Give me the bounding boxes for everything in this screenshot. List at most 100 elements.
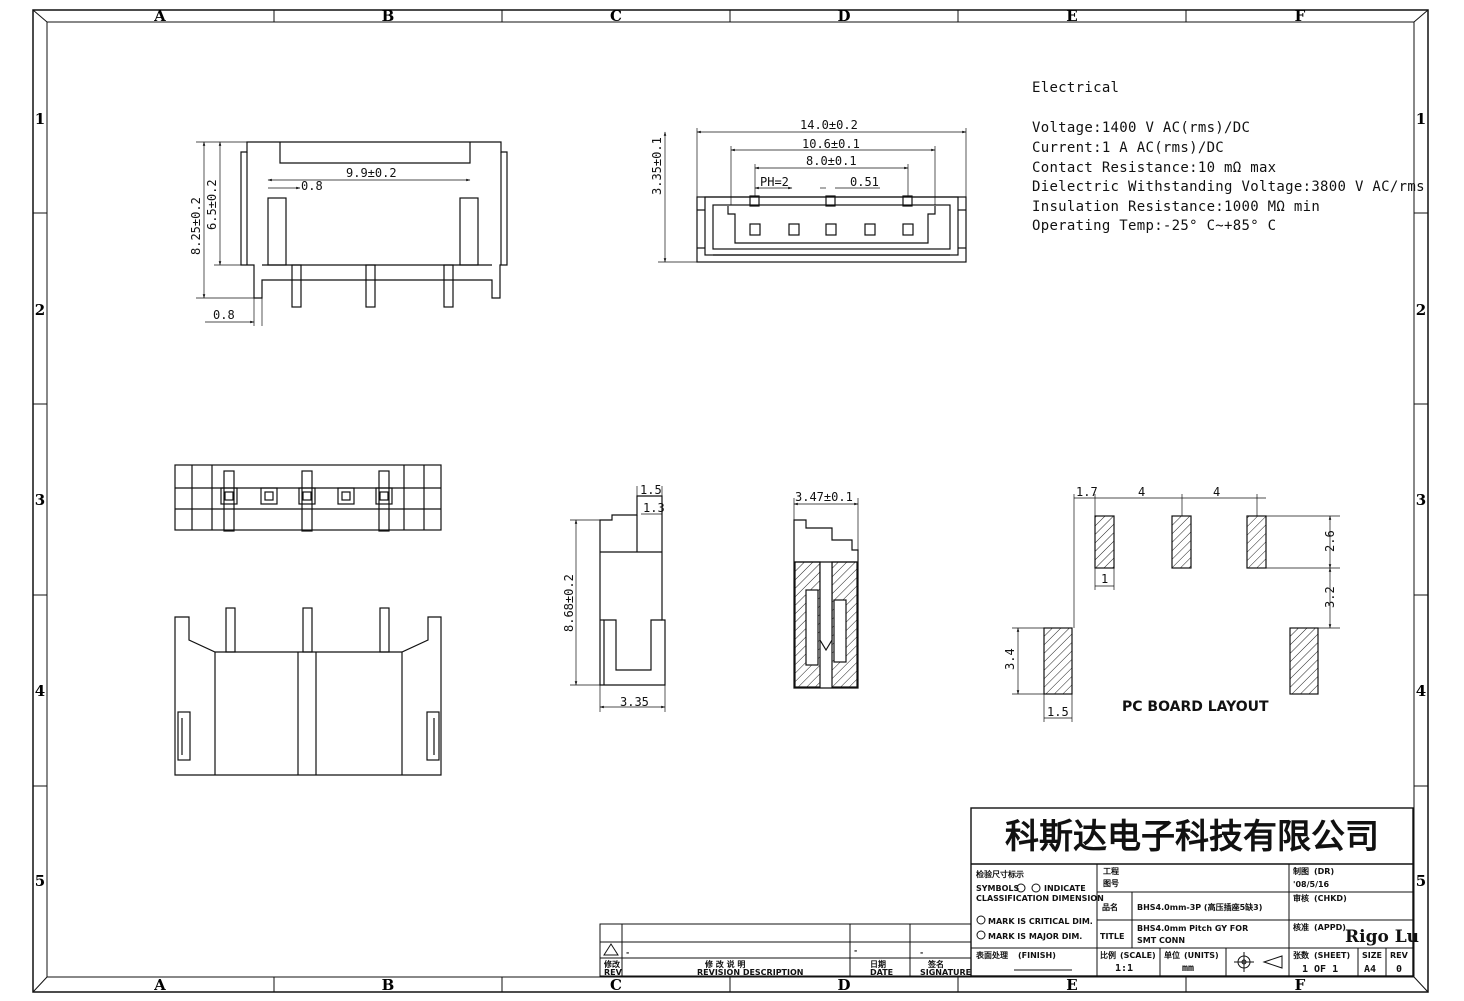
dim-0-8-bottom: 0.8	[213, 308, 235, 322]
front-view-dims	[658, 128, 967, 263]
zone-b-top: B	[382, 7, 395, 25]
pcb-layout-title: PC BOARD LAYOUT	[1122, 699, 1269, 715]
projection-symbol-icon	[1234, 952, 1283, 972]
dim-1-7: 1.7	[1076, 485, 1098, 499]
zone-a-top: A	[153, 7, 166, 25]
front-view-labels: 14.0±0.2 10.6±0.1 8.0±0.1 PH=2 0.51 3.35…	[650, 118, 879, 195]
cross-section-drawing	[793, 519, 859, 689]
dim-2-6: 2.6	[1323, 530, 1337, 552]
zone-d-bottom: D	[837, 976, 850, 994]
dim-1-5-top: 1.5	[640, 483, 662, 497]
symbols-line2: CLASSIFICATION DIMENSION	[976, 894, 1104, 903]
title-value: BHS4.0mm Pitch GY FOR	[1137, 924, 1248, 933]
zone-2-left: 2	[35, 301, 45, 319]
zone-5-right: 5	[1416, 872, 1426, 890]
zone-1-right: 1	[1416, 110, 1426, 128]
zone-labels: A B C D E F A B C D E F 1 2 3 4 5 1 2 3 …	[35, 7, 1426, 994]
dim-0-8-top: 0.8	[301, 179, 323, 193]
revision-mark-1: -	[626, 948, 629, 957]
bottom-view-drawing	[174, 607, 442, 776]
dim-4-second: 4	[1213, 485, 1220, 499]
approved-label: 核准	[1293, 922, 1309, 932]
title-value-2: SMT CONN	[1137, 936, 1185, 945]
dim-8-68: 8.68±0.2	[562, 574, 576, 632]
rev-col3-cn: 日期	[870, 959, 886, 969]
zone-f-top: F	[1295, 7, 1306, 25]
dim-pitch: PH=2	[760, 175, 789, 189]
rev-value: 0	[1396, 964, 1402, 975]
rev-col4-cn: 签名	[927, 959, 944, 969]
zone-3-right: 3	[1416, 491, 1426, 509]
zone-1-left: 1	[35, 110, 45, 128]
revision-triangle-icon	[603, 943, 619, 956]
section-view-dims	[570, 486, 666, 712]
dim-6-5: 6.5±0.2	[205, 179, 219, 230]
name-value: BHS4.0mm-3P (高压插座5缺3)	[1137, 902, 1262, 912]
drawn-label: 制图	[1293, 866, 1309, 876]
rev-col3-en: DATE	[870, 968, 893, 977]
scale-en: (SCALE)	[1120, 951, 1156, 960]
side-view-labels: 9.9±0.2 0.8 8.25±0.2 6.5±0.2 0.8	[189, 166, 397, 322]
dim-9-9: 9.9±0.2	[346, 166, 397, 180]
pcb-layout-drawing	[1043, 515, 1319, 695]
size-label: SIZE	[1362, 951, 1382, 960]
sheet-label: 张数	[1293, 950, 1310, 960]
critical-mark: MARK IS CRITICAL DIM.	[988, 917, 1093, 926]
spec-operating-temp: Operating Temp:-25° C~+85° C	[1032, 218, 1276, 234]
dim-1-3: 1.3	[643, 501, 665, 515]
scale-label: 比例	[1100, 950, 1116, 960]
spec-contact-resistance: Contact Resistance:10 mΩ max	[1032, 160, 1276, 176]
dim-10-6: 10.6±0.1	[802, 137, 860, 151]
title-block-frame	[599, 807, 1414, 977]
dim-3-47: 3.47±0.1	[795, 490, 853, 504]
project-label: 工程	[1103, 866, 1119, 876]
dim-4-first: 4	[1138, 485, 1145, 499]
zone-c-bottom: C	[610, 976, 622, 994]
dim-8-0: 8.0±0.1	[806, 154, 857, 168]
rev-col2-cn: 修 改 说 明	[704, 959, 745, 969]
finish-label: 表面处理	[975, 950, 1008, 960]
sheet-value: 1 OF 1	[1302, 964, 1338, 975]
dim-14-0: 14.0±0.2	[800, 118, 858, 132]
side-view-dims	[196, 141, 471, 326]
zone-c-top: C	[610, 7, 622, 25]
spec-voltage: Voltage:1400 V AC(rms)/DC	[1032, 120, 1250, 136]
rev-col1-en: REV	[604, 968, 623, 977]
finish-en: (FINISH)	[1018, 951, 1056, 960]
unit-value: mm	[1182, 963, 1194, 974]
dim-3-35-front: 3.35±0.1	[650, 137, 664, 195]
zone-4-left: 4	[35, 682, 45, 700]
dim-8-25: 8.25±0.2	[189, 197, 203, 255]
dim-1-5-pcb: 1.5	[1047, 705, 1069, 719]
spec-insulation: Insulation Resistance:1000 MΩ min	[1032, 199, 1320, 215]
electrical-heading: Electrical	[1032, 80, 1119, 96]
name-label: 品名	[1102, 902, 1118, 912]
zone-3-left: 3	[35, 491, 45, 509]
rev-col1-cn: 修改	[603, 959, 621, 969]
zone-4-right: 4	[1416, 682, 1426, 700]
dim-1: 1	[1101, 572, 1108, 586]
checked-label: 审核	[1293, 893, 1309, 903]
dim-0-51: 0.51	[850, 175, 879, 189]
dim-3-35-bottom: 3.35	[620, 695, 649, 709]
cross-section-dims	[793, 498, 859, 550]
zone-2-right: 2	[1416, 301, 1426, 319]
approved-signature: Rigo Lu	[1345, 927, 1419, 947]
title-label: TITLE	[1100, 932, 1124, 941]
rev-col4-en: SIGNATURE	[920, 968, 971, 977]
title-block-right: 制图 (DR) '08/5/16 审核 (CHKD) 核准 (APPD) Rig…	[1293, 866, 1419, 975]
zone-b-bottom: B	[382, 976, 395, 994]
major-mark: MARK IS MAJOR DIM.	[988, 932, 1082, 941]
unit-en: (UNITS)	[1184, 951, 1219, 960]
side-view-drawing	[240, 141, 508, 308]
zone-5-left: 5	[35, 872, 45, 890]
sheet-en: (SHEET)	[1314, 951, 1350, 960]
dim-3-4: 3.4	[1003, 648, 1017, 670]
dim-3-2: 3.2	[1323, 586, 1337, 608]
drawn-date: '08/5/16	[1293, 880, 1330, 889]
revision-table: - - - 修改 REV 修 改 说 明 REVISION DESCRIPTIO…	[603, 943, 971, 977]
symbols-line1: SYMBOLS	[976, 884, 1020, 893]
section-view-labels: 1.5 1.3 8.68±0.2 3.35	[562, 483, 665, 709]
zone-e-bottom: E	[1066, 976, 1077, 994]
